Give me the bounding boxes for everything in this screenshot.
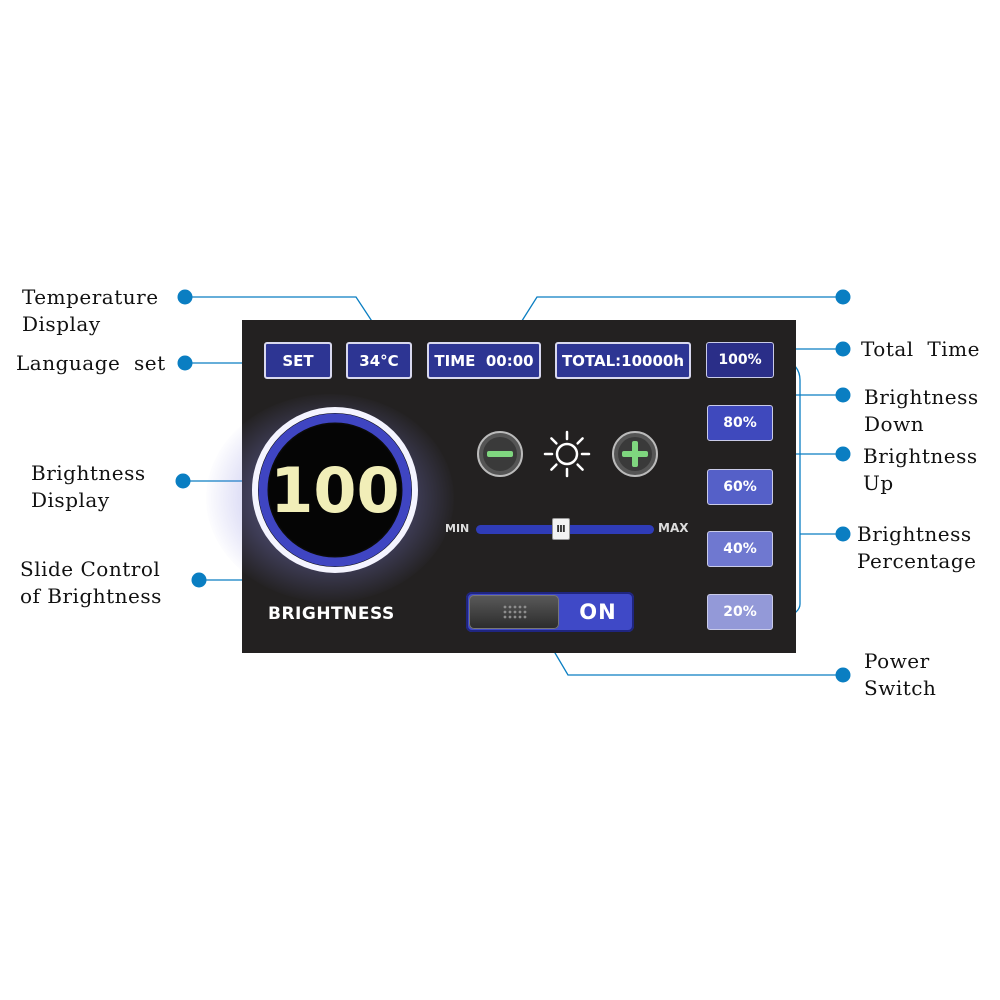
callout-slide-control: Slide Control of Brightness [20,556,162,610]
minus-icon[interactable] [476,430,524,478]
callout-line: of Brightness [20,584,162,608]
callout-line: Brightness [863,444,978,468]
plus-icon[interactable] [611,430,659,478]
dot-brightness-up [835,446,851,462]
dot-slide-control [191,572,207,588]
callout-line: Display [31,488,110,512]
brightness-100-button[interactable]: 100% [706,342,774,378]
callout-line: Up [863,471,894,495]
dot-language [177,355,193,371]
brightness-label: BRIGHTNESS [268,604,395,624]
callout-brightness-percentage: Brightness Percentage [857,521,976,575]
brightness-40-button[interactable]: 40% [707,531,773,567]
callout-brightness-up: Brightness Up [863,443,978,497]
total-time-display: TOTAL:10000h [555,342,691,379]
power-switch-label: ON [579,600,617,624]
dot-power-switch [835,667,851,683]
callout-line: Switch [864,676,937,700]
temperature-display: 34°C [346,342,412,379]
grip-icon [503,605,527,619]
callout-line: Power [864,649,930,673]
callout-language-set: Language set [16,351,166,375]
callout-line: Temperature [22,285,159,309]
brightness-80-button[interactable]: 80% [707,405,773,441]
callout-line: Down [864,412,925,436]
callout-line: Percentage [857,549,977,573]
sun-icon [543,430,591,478]
callout-temperature-display: Temperature Display [22,284,159,338]
slider-min-label: MIN [445,522,470,535]
callout-line: Brightness [857,522,972,546]
callout-line: Display [22,312,101,336]
brightness-60-button[interactable]: 60% [707,469,773,505]
callout-line: Slide Control [20,557,161,581]
brightness-dial [252,407,418,573]
power-switch-knob[interactable] [469,595,559,629]
dot-total-time [835,341,851,357]
callout-brightness-display: Brightness Display [31,460,146,514]
callout-line: Brightness [864,385,979,409]
slider-max-label: MAX [658,521,689,535]
dot-percentage [835,526,851,542]
dot-brightness-down [835,387,851,403]
callout-brightness-down: Brightness Down [864,384,979,438]
brightness-slider-thumb[interactable]: Ⅲ [552,518,570,540]
callout-power-switch: Power Switch [864,648,936,702]
brightness-value: 100 [270,454,400,527]
dot-time [835,289,851,305]
callout-total-time: Total Time [861,337,980,361]
dot-temperature [177,289,193,305]
set-button[interactable]: SET [264,342,332,379]
brightness-20-button[interactable]: 20% [707,594,773,630]
power-switch[interactable]: ON [466,592,634,632]
time-display: TIME 00:00 [427,342,541,379]
callout-line: Brightness [31,461,146,485]
dot-brightness-display [175,473,191,489]
